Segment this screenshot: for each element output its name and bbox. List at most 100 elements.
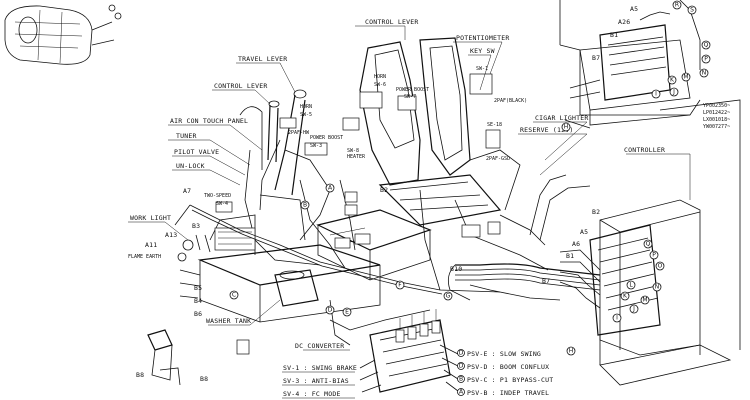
code-sw8: SW-8 bbox=[347, 148, 359, 154]
valve-legend-right-1-code: D bbox=[459, 363, 464, 370]
code-paf-hw: 2PAF-HW bbox=[288, 130, 310, 136]
marker-a: A bbox=[328, 185, 333, 192]
code-paf-black: 2PAF(BLACK) bbox=[494, 98, 527, 104]
cab-sketch bbox=[4, 4, 122, 65]
marker-q: Q bbox=[646, 241, 651, 248]
marker-q-inset: Q bbox=[704, 42, 709, 49]
marker-r: R bbox=[675, 2, 679, 9]
marker-i-inset: I bbox=[655, 91, 657, 98]
valve-legend-right-2-code: B bbox=[459, 376, 463, 383]
callout-air-con: AIR CON TOUCH PANEL bbox=[170, 117, 248, 125]
marker-n-inset: N bbox=[702, 70, 707, 77]
marker-g: G bbox=[446, 293, 451, 300]
ref-b5: B5 bbox=[194, 284, 202, 292]
left-console bbox=[197, 209, 432, 323]
valve-legend-left-0: SV-1 : SWING BRAKE bbox=[283, 364, 357, 372]
callout-two-speed: TWO-SPEED bbox=[204, 193, 231, 199]
ref-b6: B6 bbox=[194, 310, 202, 318]
valve-legend-right: D PSV-E : SLOW SWING D PSV-D : BOOM CONF… bbox=[457, 349, 553, 397]
valve-legend-left: SV-1 : SWING BRAKE SV-3 : ANTI-BIAS SV-4… bbox=[282, 364, 357, 399]
ref-a13: A13 bbox=[165, 231, 177, 239]
callout-horn-sw5: HORN bbox=[300, 104, 312, 110]
marker-p: P bbox=[652, 252, 656, 259]
code-paf-gsd: 2PAF-GSD bbox=[486, 156, 510, 162]
callout-power-boost-sw3: POWER BOOST bbox=[310, 135, 343, 141]
ref-a11: A11 bbox=[145, 241, 157, 249]
valve-legend-right-3-text: PSV-B : INDEP TRAVEL bbox=[467, 389, 549, 397]
ref-b1: B1 bbox=[566, 252, 574, 260]
callout-heater: HEATER bbox=[347, 154, 366, 160]
ref-b8: B8 bbox=[136, 371, 144, 379]
marker-h: H bbox=[569, 348, 574, 355]
ref-b10: B10 bbox=[450, 265, 462, 273]
ref-b2: B2 bbox=[380, 186, 388, 194]
ref-b3: B3 bbox=[192, 222, 200, 230]
marker-b: B bbox=[303, 202, 307, 209]
code-sw7: SW-7 bbox=[404, 94, 416, 100]
code-sw6: SW-6 bbox=[374, 82, 386, 88]
code-se18: SE-18 bbox=[487, 122, 502, 128]
callout-power-boost-right: POWER BOOST bbox=[396, 87, 429, 93]
marker-i: I bbox=[616, 315, 618, 322]
marker-m-inset: M bbox=[683, 74, 688, 81]
ref-b1t: B1 bbox=[610, 31, 618, 39]
marker-p-inset: P bbox=[704, 56, 708, 63]
serial-1: LP012422~ bbox=[703, 110, 730, 116]
marker-e: E bbox=[345, 309, 349, 316]
callout-control-lever-top: CONTROL LEVER bbox=[365, 18, 418, 26]
marker-f: F bbox=[398, 282, 402, 289]
valve-legend-left-2: SV-4 : FC MODE bbox=[283, 390, 341, 398]
valve-legend-right-1-text: PSV-D : BOOM CONFLUX bbox=[467, 363, 549, 371]
marker-s: S bbox=[690, 7, 694, 14]
valve-legend-left-1: SV-3 : ANTI-BIAS bbox=[283, 377, 349, 385]
connector-boxes bbox=[215, 73, 501, 355]
marker-c: C bbox=[232, 292, 236, 299]
inset-detail bbox=[559, 0, 701, 129]
marker-j-inset: J bbox=[672, 89, 675, 96]
ref-b8r: B8 bbox=[200, 375, 208, 383]
ref-b2r: B2 bbox=[592, 208, 600, 216]
callout-flame-earth: FLAME EARTH bbox=[128, 254, 161, 260]
serial-2: LX001018~ bbox=[703, 117, 730, 123]
callout-work-light: WORK LIGHT bbox=[130, 214, 171, 222]
ref-a7: A7 bbox=[183, 187, 191, 195]
marker-l: L bbox=[629, 282, 633, 289]
marker-n: N bbox=[655, 284, 660, 291]
code-sw4: SW-4 bbox=[216, 201, 228, 207]
callout-potentiometer: POTENTIOMETER bbox=[456, 34, 509, 42]
marker-d: D bbox=[328, 307, 333, 314]
code-sw3: SW-3 bbox=[310, 143, 322, 149]
valve-legend-right-0-text: PSV-E : SLOW SWING bbox=[467, 350, 541, 358]
callout-horn-sw6: HORN bbox=[374, 74, 386, 80]
callout-travel-lever: TRAVEL LEVER bbox=[238, 55, 287, 63]
marker-j: J bbox=[632, 306, 635, 313]
letter-markers: A B C D E F G H I J K L M N O P Q R S Q … bbox=[229, 0, 711, 356]
callout-tuner: TUNER bbox=[176, 132, 197, 140]
callout-key-sw: KEY SW bbox=[470, 47, 495, 55]
ref-a5: A5 bbox=[580, 228, 588, 236]
marker-k-inset: K bbox=[670, 77, 675, 84]
callout-dc-converter: DC CONVERTER bbox=[295, 342, 344, 350]
ref-a5t: A5 bbox=[630, 5, 638, 13]
valve-legend-right-3-code: A bbox=[459, 389, 464, 396]
callout-pilot-valve: PILOT VALVE bbox=[174, 148, 219, 156]
controller-harness bbox=[447, 99, 741, 386]
ref-b7t: B7 bbox=[592, 54, 600, 62]
callout-controller: CONTROLLER bbox=[624, 146, 665, 154]
serial-3: YW007277~ bbox=[703, 124, 730, 130]
seat-assembly bbox=[359, 37, 521, 226]
callout-cigar-lighter: CIGAR LIGHTER bbox=[535, 114, 588, 122]
callout-reserve: RESERVE (12V) bbox=[520, 126, 573, 134]
ref-b7: B7 bbox=[542, 277, 550, 285]
marker-k: K bbox=[623, 293, 628, 300]
callout-unlock: UN-LOCK bbox=[176, 162, 205, 170]
marker-h-inset: H bbox=[564, 124, 569, 131]
solenoid-valve-block bbox=[359, 309, 459, 393]
left-parts bbox=[147, 234, 319, 386]
serial-0: YP002350~ bbox=[703, 103, 730, 109]
callout-leaders bbox=[128, 25, 691, 351]
marker-o: O bbox=[658, 263, 663, 270]
ref-a26: A26 bbox=[618, 18, 630, 26]
marker-m: M bbox=[642, 297, 647, 304]
